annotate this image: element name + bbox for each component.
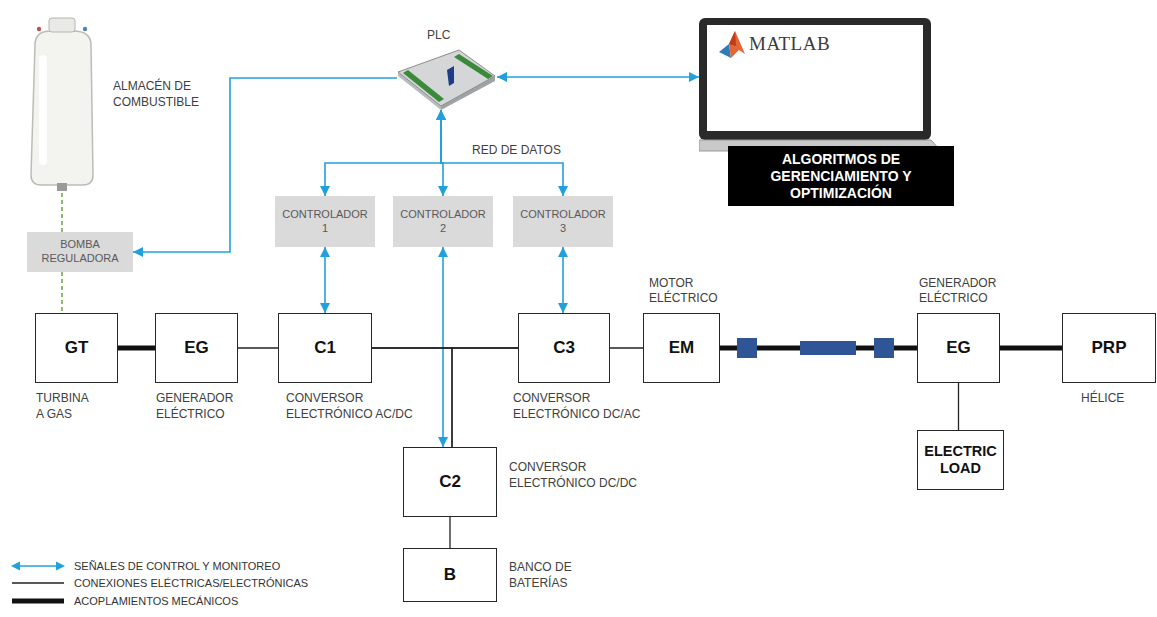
turbine-box: GTTURBINA A GAS [35, 313, 118, 383]
generator-box: EGGENERADOR ELÉCTRICO [155, 313, 238, 383]
elec-connector [449, 517, 450, 548]
elec-connector [372, 348, 452, 447]
ctrl-connector [497, 76, 699, 78]
tank-shine [39, 55, 47, 165]
caption-label: TURBINA A GAS [36, 391, 96, 422]
plc-terminals [454, 54, 493, 79]
ctrl-connector [325, 110, 441, 196]
load-box: ELECTRIC LOAD [917, 430, 1004, 490]
legend-row: ACOPLAMIENTOS MECÁNICOS [10, 592, 308, 610]
battery-box: BBANCO DE BATERÍAS [403, 548, 497, 602]
banner-label: ALGORITMOS DE GERENCIAMIENTO Y OPTIMIZAC… [728, 146, 954, 206]
network-label: RED DE DATOS [472, 143, 561, 157]
tank-body [31, 31, 93, 185]
motor-box: MOTOR ELÉCTRICOEM [643, 313, 720, 383]
caption-label: HÉLICE [1081, 391, 1151, 407]
tank-cap [49, 18, 75, 32]
plc-terminals [403, 70, 444, 102]
matlab-laptop: MATLAB ALGORITMOS DE GERENCIAMIENTO Y OPT… [699, 18, 955, 208]
shaft-coupling [874, 338, 894, 358]
legend-text: SEÑALES DE CONTROL Y MONITOREO [74, 560, 280, 572]
legend-sample [10, 576, 66, 590]
mech-connector [1000, 346, 1062, 351]
controller-label: CONTROLADOR 1 [281, 208, 369, 236]
fuel-connector [61, 272, 63, 313]
controller-box: CONTROLADOR 3 [513, 196, 613, 247]
converter-box: C1CONVERSOR ELECTRÓNICO AC/DC [278, 313, 372, 383]
brand-label: MATLAB [749, 33, 830, 55]
pump-box: BOMBA REGULADORA [27, 232, 133, 272]
box-label: EG [184, 338, 209, 358]
tank-illustration [25, 15, 105, 193]
box-label: PRP [1092, 338, 1127, 358]
plc-logo [447, 66, 454, 86]
caption-label: GENERADOR ELÉCTRICO [919, 276, 1005, 307]
controller-label: CONTROLADOR 3 [519, 208, 607, 236]
caption-label: GENERADOR ELÉCTRICO [156, 391, 240, 422]
legend-row: CONEXIONES ELÉCTRICAS/ELECTRÓNICAS [10, 575, 308, 593]
box-label: C1 [314, 338, 336, 358]
mech-connector [118, 346, 155, 351]
caption-label: ALMACÉN DE COMBUSTIBLE [113, 79, 209, 110]
legend-sample [10, 559, 66, 573]
box-label: B [444, 565, 456, 585]
generator-box: GENERADOR ELÉCTRICOEG [917, 313, 1000, 383]
fuel-connector [61, 193, 63, 232]
plc-body [398, 50, 495, 106]
legend-line [12, 598, 64, 603]
elec-connector [610, 347, 643, 348]
legend-row: SEÑALES DE CONTROL Y MONITOREO [10, 557, 308, 575]
converter-box: C3CONVERSOR ELECTRÓNICO DC/AC [518, 313, 610, 383]
ctrl-connector [324, 247, 326, 313]
fuel-tank: ALMACÉN DE COMBUSTIBLE [25, 15, 225, 193]
legend-line [18, 565, 58, 567]
controller-label: BOMBA REGULADORA [36, 238, 124, 266]
device-label: PLC [427, 28, 450, 44]
ctrl-connector [442, 247, 444, 447]
elec-connector [452, 348, 518, 447]
controller-label: CONTROLADOR 2 [399, 208, 487, 236]
controller-box: CONTROLADOR 1 [275, 196, 375, 247]
caption-label: CONVERSOR ELECTRÓNICO AC/DC [286, 391, 416, 422]
shaft-coupling [737, 338, 757, 358]
legend-text: CONEXIONES ELÉCTRICAS/ELECTRÓNICAS [74, 577, 308, 589]
ctrl-connector [562, 247, 564, 313]
matlab-logo [719, 44, 731, 58]
box-label: C2 [439, 472, 461, 492]
caption-label: CONVERSOR ELECTRÓNICO DC/DC [509, 460, 639, 491]
ctrl-connector [441, 110, 563, 196]
legend-text: ACOPLAMIENTOS MECÁNICOS [74, 595, 238, 607]
box-label: C3 [553, 338, 575, 358]
legend-arrowhead [56, 561, 65, 570]
laptop-screen [707, 25, 923, 131]
box-label: EG [946, 338, 971, 358]
laptop-frame [699, 18, 931, 140]
legend-arrowhead [11, 561, 20, 570]
tank-fitting [37, 27, 41, 31]
plc-device: PLC [397, 28, 497, 110]
box-label: GT [65, 338, 89, 358]
elec-connector [238, 347, 278, 348]
caption-label: CONVERSOR ELECTRÓNICO DC/AC [513, 391, 643, 422]
box-label: EM [669, 338, 695, 358]
caption-label: MOTOR ELÉCTRICO [649, 276, 729, 307]
legend: SEÑALES DE CONTROL Y MONITOREO CONEXIONES… [10, 557, 308, 610]
shaft-segment [800, 341, 856, 355]
matlab-logo [729, 31, 745, 58]
tank-valve [57, 183, 67, 191]
matlab-logo [729, 31, 736, 46]
controller-box: CONTROLADOR 2 [393, 196, 493, 247]
legend-line [12, 583, 64, 584]
legend-sample [10, 594, 66, 608]
box-label: ELECTRIC LOAD [922, 443, 1000, 478]
caption-label: BANCO DE BATERÍAS [509, 560, 593, 591]
propeller-box: PRPHÉLICE [1062, 313, 1156, 383]
converter-box: C2CONVERSOR ELECTRÓNICO DC/DC [403, 447, 497, 517]
tank-fitting [83, 27, 87, 31]
elec-connector [958, 383, 959, 430]
